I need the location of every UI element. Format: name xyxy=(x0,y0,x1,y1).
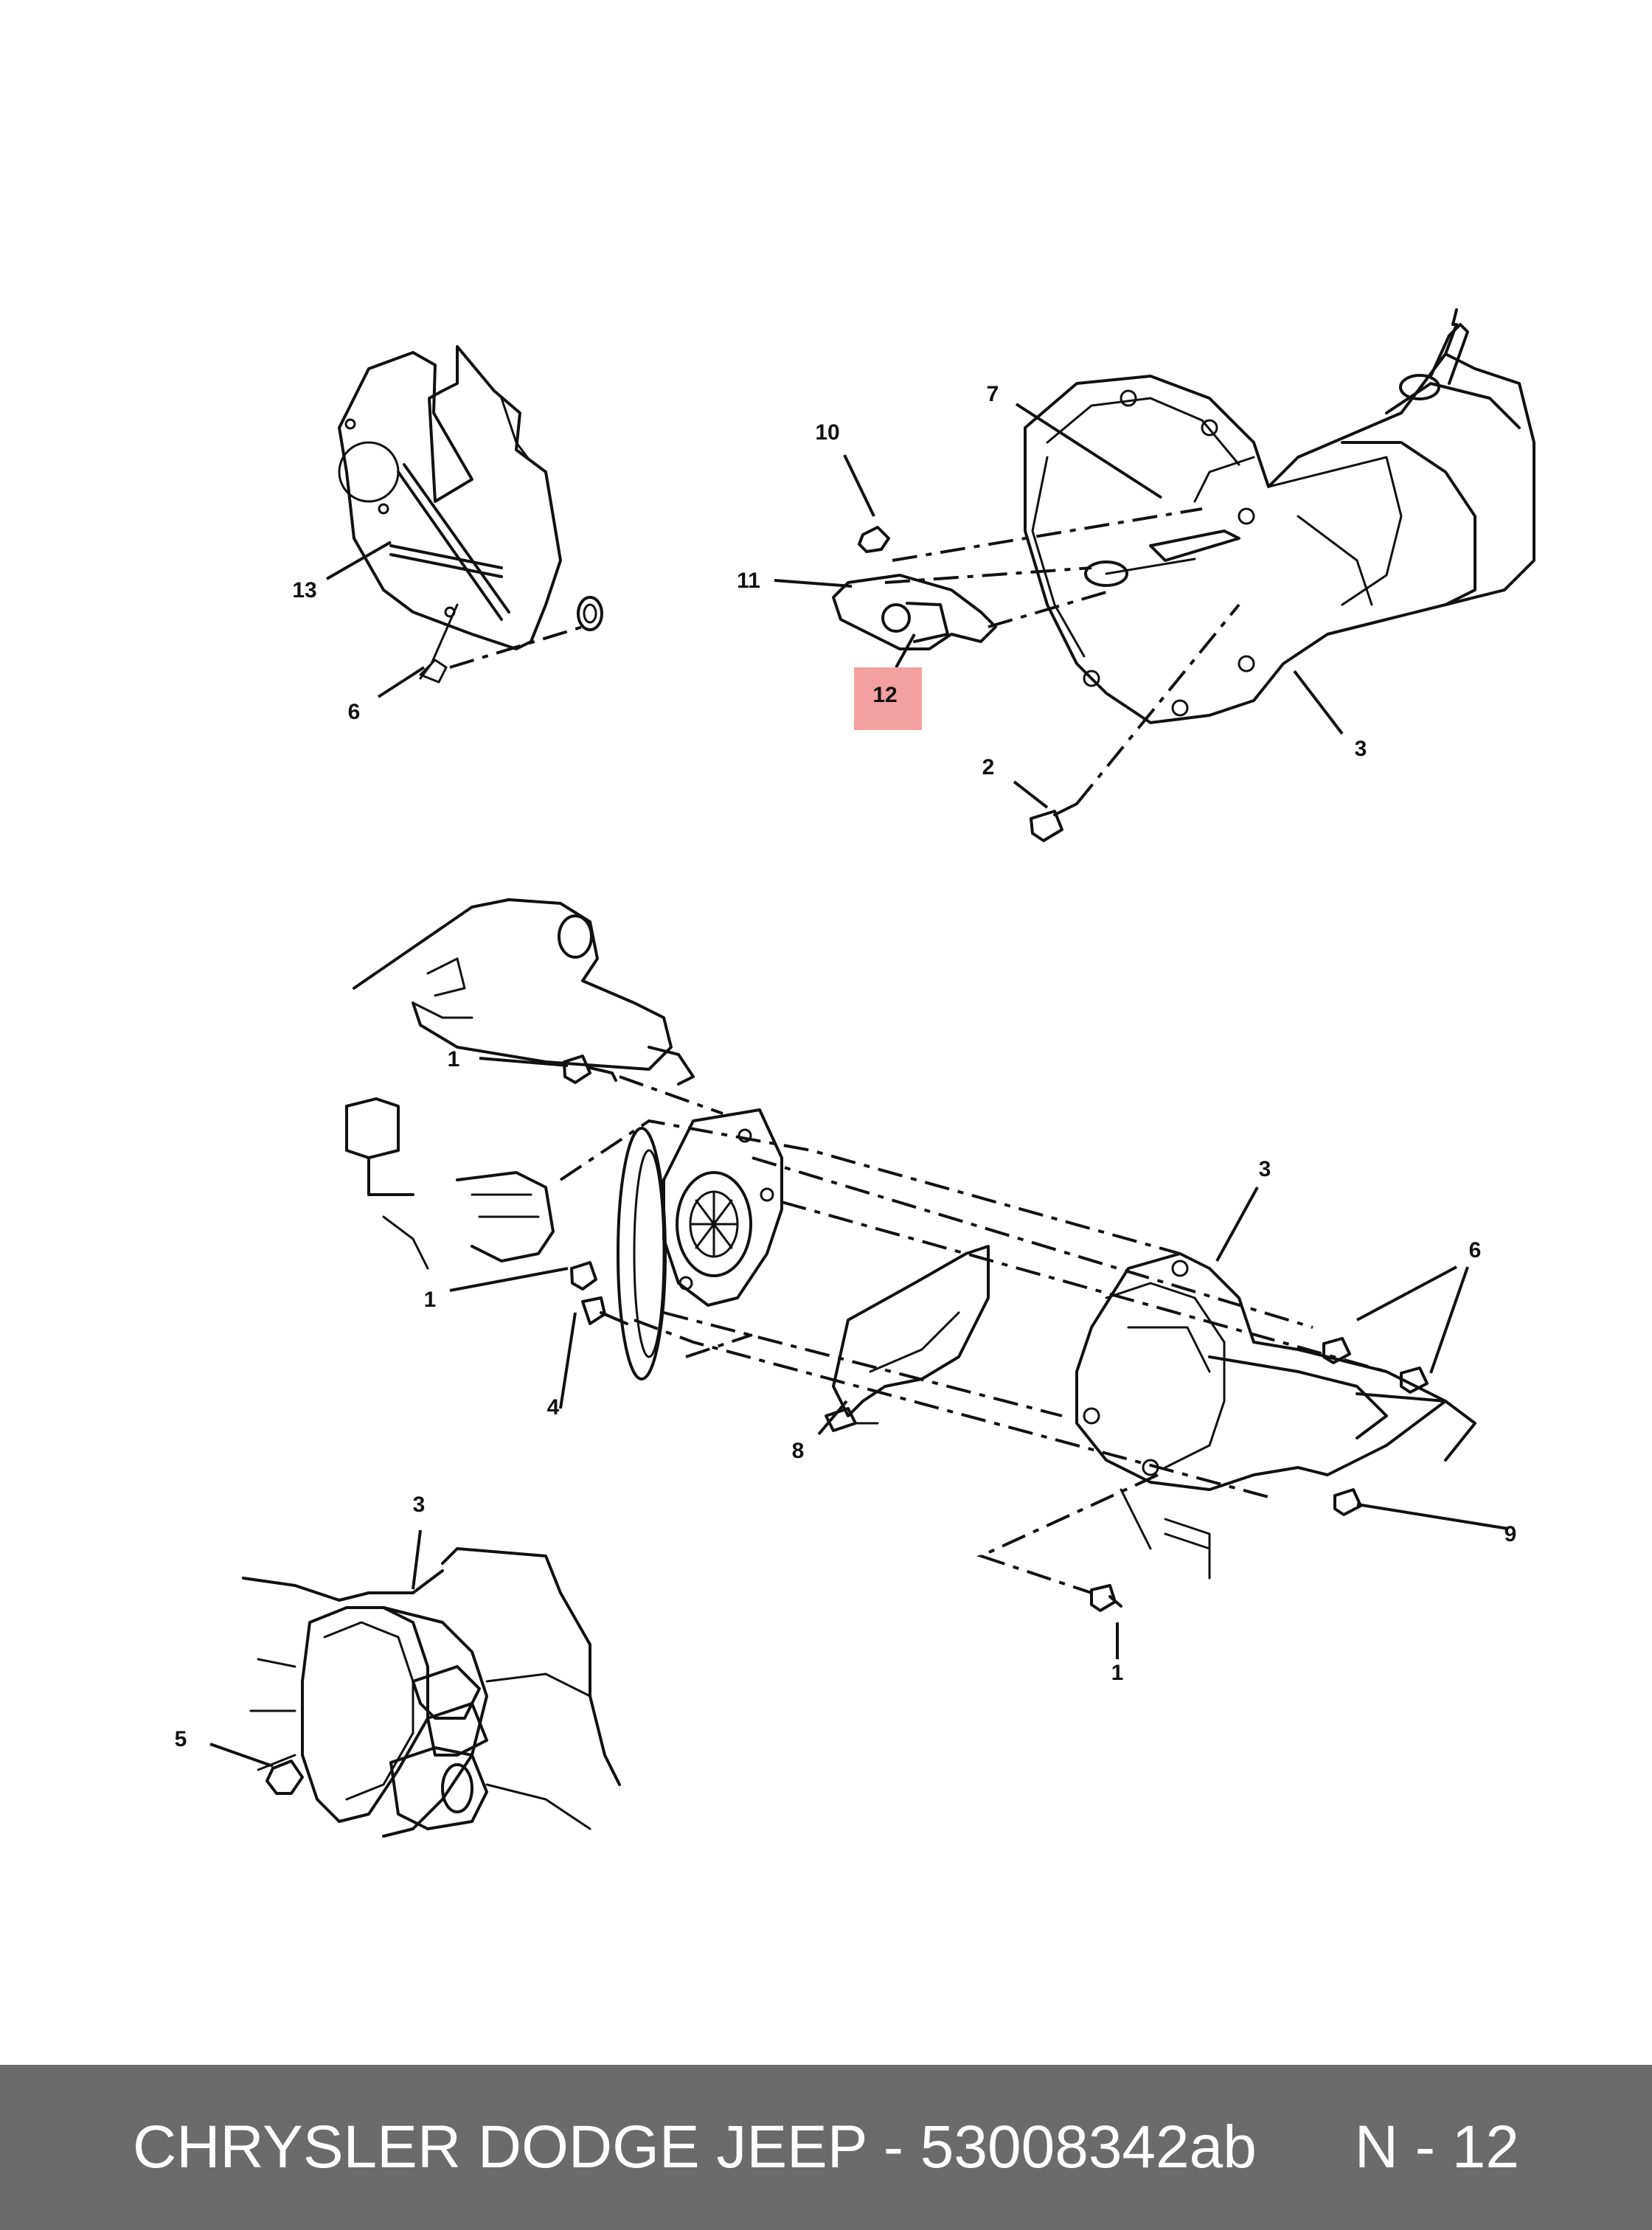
leader-lines xyxy=(209,403,1509,1768)
callout-5: 5 xyxy=(175,1727,187,1751)
callout-3-middle: 3 xyxy=(1259,1157,1271,1181)
callout-3-bottom: 3 xyxy=(413,1493,426,1517)
transmission-assembly-drawing xyxy=(1024,308,1535,724)
bell-housing-drawing xyxy=(1075,1252,1476,1580)
callout-2: 2 xyxy=(982,755,995,779)
callout-12: 12 xyxy=(872,683,897,707)
pivot-ring-drawing xyxy=(858,526,890,553)
page-reference: N - 12 xyxy=(1354,2113,1519,2181)
pressure-plate-drawing xyxy=(662,1108,783,1307)
callout-1-lower: 1 xyxy=(1111,1661,1124,1685)
callout-3-top: 3 xyxy=(1355,737,1367,761)
clutch-fork-drawing xyxy=(832,507,1203,650)
clutch-disc-drawing xyxy=(617,1127,667,1380)
transmission-plug-drawing xyxy=(266,1760,304,1795)
callout-6: 6 xyxy=(348,700,361,724)
callout-7: 7 xyxy=(987,382,999,406)
callout-4: 4 xyxy=(547,1395,560,1420)
pilot-bushing-drawing xyxy=(577,596,603,631)
callout-13: 13 xyxy=(292,578,316,602)
callout-1-upper: 1 xyxy=(448,1047,460,1071)
callout-9: 9 xyxy=(1504,1522,1517,1546)
assembly-guide-lines xyxy=(559,1075,1387,1594)
callout-labels: 13 6 10 7 11 12 3 2 1 1 4 8 3 6 9 1 3 5 xyxy=(175,382,1517,1751)
callout-1-left: 1 xyxy=(424,1288,437,1312)
callout-11: 11 xyxy=(737,569,760,593)
transmission-detail-drawing xyxy=(242,1547,621,1838)
highlight-box xyxy=(854,667,922,730)
callout-6-middle: 6 xyxy=(1469,1238,1482,1262)
trans-bolts-drawing xyxy=(1090,1337,1429,1612)
engine-rear-plate-drawing xyxy=(338,345,583,684)
engine-block-drawing xyxy=(345,898,695,1270)
crossmember-drawing xyxy=(825,1245,990,1432)
footer-bar: CHRYSLER DODGE JEEP - 53008342ab N - 12 xyxy=(0,2065,1652,2230)
part-number-text: CHRYSLER DODGE JEEP - 53008342ab xyxy=(133,2113,1257,2181)
callout-8: 8 xyxy=(792,1439,805,1463)
callout-10: 10 xyxy=(815,420,839,445)
housing-bolt-drawing xyxy=(1030,603,1240,842)
parts-exploded-diagram: 13 6 10 7 11 12 3 2 1 1 4 8 3 6 9 1 3 5 xyxy=(175,308,1535,1838)
